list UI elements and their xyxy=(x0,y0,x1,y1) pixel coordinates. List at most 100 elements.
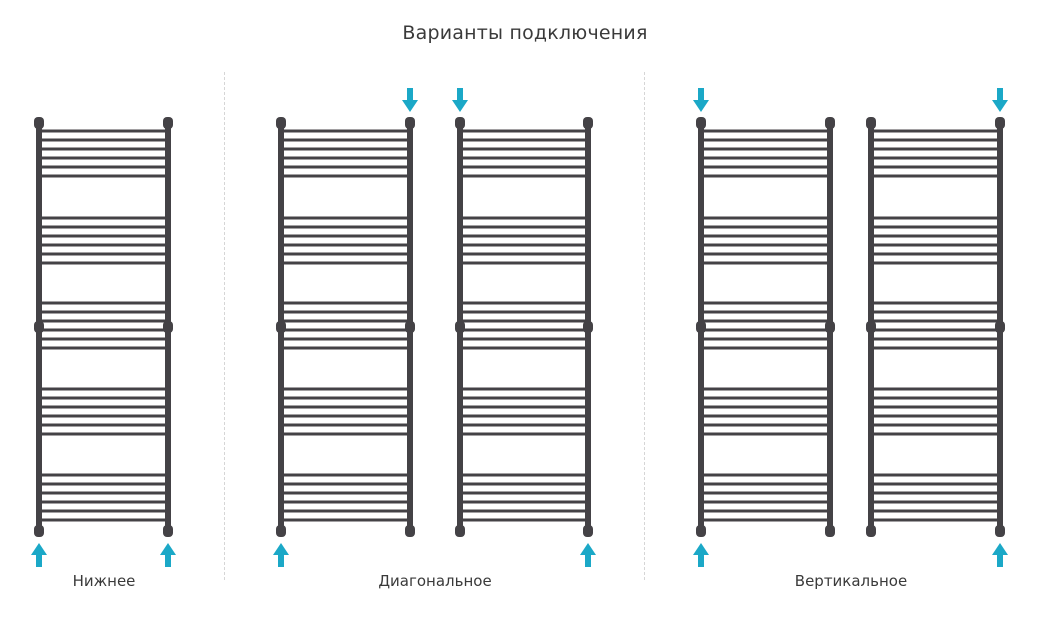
rail-cap-bottom xyxy=(696,525,706,537)
towel-bar xyxy=(39,165,168,169)
arrow-up-icon xyxy=(580,543,596,567)
towel-bar xyxy=(701,319,830,323)
towel-bar xyxy=(281,138,410,142)
rail-joint-middle xyxy=(34,321,44,333)
towel-bar xyxy=(39,518,168,522)
rail-joint-middle xyxy=(276,321,286,333)
towel-bar xyxy=(871,174,1000,178)
rail-joint-middle xyxy=(583,321,593,333)
towel-bar xyxy=(701,491,830,495)
towel-bar xyxy=(871,328,1000,332)
towel-bar xyxy=(281,165,410,169)
towel-bar xyxy=(460,432,588,436)
towel-bar xyxy=(460,174,588,178)
towel-bar xyxy=(281,252,410,256)
towel-bar xyxy=(701,482,830,486)
towel-bar xyxy=(701,261,830,265)
towel-bar xyxy=(871,319,1000,323)
towel-bar xyxy=(39,387,168,391)
towel-bar xyxy=(281,473,410,477)
towel-bar xyxy=(460,482,588,486)
towel-bar xyxy=(460,319,588,323)
rail-cap-top xyxy=(455,117,465,129)
towel-bar xyxy=(460,156,588,160)
towel-bar xyxy=(39,337,168,341)
towel-bar xyxy=(460,337,588,341)
towel-bar xyxy=(871,147,1000,151)
towel-bar xyxy=(460,346,588,350)
towel-bar xyxy=(460,387,588,391)
towel-bar xyxy=(460,225,588,229)
rail-cap-top xyxy=(583,117,593,129)
rail-cap-top xyxy=(696,117,706,129)
towel-bar xyxy=(871,500,1000,504)
towel-bar xyxy=(871,473,1000,477)
towel-bar xyxy=(281,432,410,436)
towel-bar xyxy=(39,147,168,151)
towel-bar xyxy=(871,129,1000,133)
arrow-down-icon xyxy=(992,88,1008,112)
towel-bar xyxy=(39,310,168,314)
arrow-up-icon xyxy=(273,543,289,567)
rail-cap-bottom xyxy=(866,525,876,537)
towel-bar xyxy=(871,234,1000,238)
arrow-up-icon xyxy=(31,543,47,567)
towel-bar xyxy=(281,147,410,151)
towel-bar xyxy=(701,156,830,160)
towel-bar xyxy=(460,147,588,151)
rail-joint-middle xyxy=(995,321,1005,333)
rail-cap-top xyxy=(825,117,835,129)
towel-bar xyxy=(39,225,168,229)
rail-cap-bottom xyxy=(276,525,286,537)
towel-bar xyxy=(39,129,168,133)
towel-bar xyxy=(701,423,830,427)
towel-bar xyxy=(460,216,588,220)
towel-bar xyxy=(460,234,588,238)
towel-bar xyxy=(281,261,410,265)
towel-bar xyxy=(701,174,830,178)
towel-bar xyxy=(281,405,410,409)
towel-bar xyxy=(871,423,1000,427)
towel-bar xyxy=(460,396,588,400)
towel-bar xyxy=(871,301,1000,305)
towel-bar xyxy=(871,243,1000,247)
towel-bar xyxy=(281,301,410,305)
towel-bar xyxy=(281,500,410,504)
arrow-up-icon xyxy=(160,543,176,567)
towel-bar xyxy=(460,310,588,314)
towel-bar xyxy=(701,500,830,504)
towel-bar xyxy=(460,500,588,504)
group-label-vertical: Вертикальное xyxy=(794,572,908,590)
rail-joint-middle xyxy=(825,321,835,333)
towel-bar xyxy=(460,243,588,247)
towel-bar xyxy=(460,328,588,332)
towel-bar xyxy=(39,500,168,504)
rail-joint-middle xyxy=(866,321,876,333)
towel-bar xyxy=(871,518,1000,522)
towel-bar xyxy=(39,261,168,265)
towel-bar xyxy=(871,405,1000,409)
towel-bar xyxy=(281,328,410,332)
towel-bar xyxy=(39,319,168,323)
towel-bar xyxy=(701,405,830,409)
towel-bar xyxy=(281,337,410,341)
towel-bar xyxy=(281,482,410,486)
towel-bar xyxy=(460,138,588,142)
towel-bar xyxy=(460,252,588,256)
towel-bar xyxy=(39,414,168,418)
towel-bar xyxy=(281,174,410,178)
towel-bar xyxy=(281,491,410,495)
towel-bar xyxy=(701,234,830,238)
towel-bar xyxy=(39,301,168,305)
towel-bar xyxy=(281,414,410,418)
towel-bar xyxy=(460,165,588,169)
towel-bar xyxy=(39,396,168,400)
towel-bar xyxy=(460,518,588,522)
towel-bar xyxy=(871,346,1000,350)
rail-cap-bottom xyxy=(583,525,593,537)
towel-bar xyxy=(281,518,410,522)
towel-bar xyxy=(871,387,1000,391)
towel-bar xyxy=(871,491,1000,495)
towel-bar xyxy=(281,396,410,400)
